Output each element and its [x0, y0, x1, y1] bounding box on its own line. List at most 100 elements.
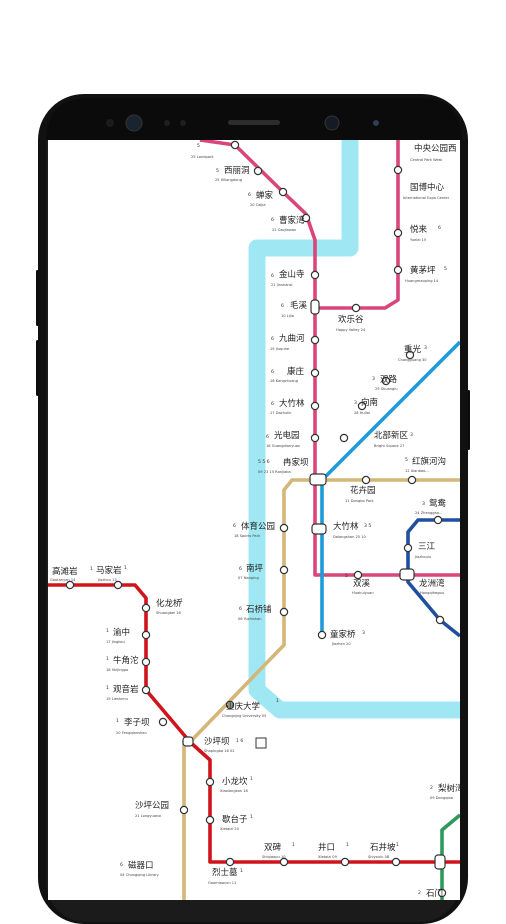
station-name: 龙洲湾 — [419, 578, 445, 589]
svg-text:Shapingba 16 02: Shapingba 16 02 — [204, 749, 235, 753]
svg-text:6: 6 — [266, 434, 269, 440]
svg-text:Shiyoulu 08: Shiyoulu 08 — [368, 855, 390, 859]
svg-text:5: 5 — [444, 266, 447, 272]
side-button — [36, 270, 39, 326]
qr-icon — [255, 737, 267, 749]
station-name: 双碑 — [264, 842, 282, 853]
svg-text:1: 1 — [250, 814, 253, 820]
station-name: 观音岩 — [113, 684, 139, 695]
svg-text:6: 6 — [271, 401, 274, 407]
side-button — [36, 340, 39, 396]
svg-text:Shiqiaopu 10: Shiqiaopu 10 — [262, 855, 286, 859]
line-6-pink — [199, 140, 460, 577]
station-name: 牛角沱 — [113, 655, 139, 666]
power-button — [467, 390, 470, 450]
svg-text:5 5 6: 5 5 6 — [258, 459, 270, 465]
svg-text:06 Yuzhishan: 06 Yuzhishan — [238, 617, 262, 621]
line-green — [440, 813, 460, 900]
svg-text:1: 1 — [106, 685, 109, 691]
svg-text:6: 6 — [271, 369, 274, 375]
svg-text:6: 6 — [233, 523, 236, 529]
station-name: 井口 — [318, 842, 335, 853]
station-name: 北部新区 — [374, 430, 409, 441]
station-name: 渝中 — [113, 627, 130, 638]
svg-text:1: 1 — [240, 868, 243, 874]
svg-text:16 Guangdianyuan: 16 Guangdianyuan — [266, 444, 300, 448]
station-name: 双路 — [380, 374, 398, 385]
svg-text:04 Chongqing Library: 04 Chongqing Library — [120, 873, 160, 877]
station-name: 石桥铺 — [246, 604, 272, 615]
svg-text:1: 1 — [124, 565, 127, 571]
station-name: 光电园 — [274, 430, 300, 441]
svg-text:3: 3 — [362, 630, 365, 636]
station-name: 李子坝 — [124, 717, 150, 728]
svg-text:6: 6 — [120, 862, 123, 868]
station-name: 欢乐谷 — [338, 314, 364, 325]
svg-text:5: 5 — [197, 143, 200, 149]
svg-text:Dalongshan 25 10: Dalongshan 25 10 — [333, 535, 366, 539]
line-6-pink-branch — [315, 140, 400, 310]
svg-text:5: 5 — [345, 573, 348, 579]
speaker-grille — [228, 120, 280, 125]
svg-text:6: 6 — [239, 566, 242, 572]
iris-camera-icon — [324, 115, 340, 131]
station-name: 鸳鸯 — [429, 498, 447, 509]
svg-text:1 6: 1 6 — [236, 738, 243, 744]
station-name: 三江 — [418, 542, 436, 552]
svg-text:Huahuiyuan: Huahuiyuan — [352, 591, 374, 595]
svg-text:18 Sports Park: 18 Sports Park — [234, 534, 261, 538]
svg-text:Jiazhen 20: Jiazhen 20 — [331, 642, 351, 646]
station-name: 化龙桥 — [156, 598, 182, 609]
svg-text:6: 6 — [248, 192, 251, 198]
svg-text:Yuelai 15: Yuelai 15 — [410, 238, 426, 242]
station-name: 毛溪 — [290, 300, 308, 311]
svg-text:1: 1 — [106, 628, 109, 634]
svg-text:20 Fengqianshan: 20 Fengqianshan — [116, 731, 147, 735]
svg-text:12 Xianbao...: 12 Xianbao... — [405, 469, 429, 473]
station-name: 黄茅坪 — [410, 265, 436, 276]
sensor-icon — [180, 120, 186, 126]
station-name: 烈士墓 — [212, 867, 238, 878]
svg-text:Chongqing University 05: Chongqing University 05 — [222, 714, 266, 718]
svg-text:11 Dongbo Park: 11 Dongbo Park — [345, 499, 375, 503]
station-name: 重庆大学 — [226, 701, 261, 712]
svg-text:6: 6 — [281, 303, 284, 309]
svg-text:3 5: 3 5 — [364, 523, 371, 529]
svg-text:22 Caojiawan: 22 Caojiawan — [272, 228, 296, 232]
station-name: 冉家坝 — [283, 457, 309, 468]
metro-map-screen[interactable]: 5 25 Landpark 5 西丽洞 25 Xiliangdong 6 蝉家 … — [48, 140, 460, 900]
station-name: 中央公园西 — [414, 143, 457, 154]
svg-text:2: 2 — [430, 785, 433, 791]
station-name: 九曲河 — [279, 333, 305, 344]
svg-text:3: 3 — [372, 376, 375, 382]
station-name: 康庄 — [287, 366, 305, 377]
svg-text:Xietaizi 20: Xietaizi 20 — [220, 827, 240, 831]
station-name: 悦来 — [410, 224, 428, 235]
station-name: 马家岩 — [96, 565, 122, 576]
svg-text:3: 3 — [410, 432, 413, 438]
station-name: 磁器口 — [128, 860, 154, 871]
station-name: 国博中心 — [410, 182, 445, 193]
station-name: 童家桥 — [330, 629, 356, 640]
svg-text:5: 5 — [405, 457, 408, 463]
svg-text:18 Kangzhuang: 18 Kangzhuang — [270, 379, 298, 383]
svg-text:25 Xiliangdong: 25 Xiliangdong — [215, 178, 242, 182]
station-name: 歇台子 — [222, 814, 248, 825]
metro-map[interactable]: 5 25 Landpark 5 西丽洞 25 Xiliangdong 6 蝉家 … — [48, 140, 460, 900]
svg-text:25 Landpark: 25 Landpark — [191, 155, 214, 159]
svg-text:28 Huilai: 28 Huilai — [354, 411, 370, 415]
station-name: 石井坡 — [370, 842, 396, 853]
svg-text:Hongqihegou: Hongqihegou — [420, 591, 444, 595]
station-name: 大竹林 — [279, 398, 305, 409]
svg-text:Jiazhou 13: Jiazhou 13 — [97, 578, 117, 582]
svg-text:Xietaizi 09: Xietaizi 09 — [318, 855, 338, 859]
svg-text:3: 3 — [354, 400, 357, 406]
station-name: 花卉园 — [350, 485, 376, 496]
svg-text:Jiazhoulu: Jiazhoulu — [414, 555, 431, 559]
station-name: 西丽洞 — [224, 165, 250, 176]
station-name: 双溪 — [353, 578, 371, 589]
svg-text:1: 1 — [116, 718, 119, 724]
station-name: 沙坪坝 — [204, 737, 230, 747]
svg-text:19 Jiuquhe: 19 Jiuquhe — [270, 347, 290, 351]
line-darkblue — [406, 518, 460, 638]
